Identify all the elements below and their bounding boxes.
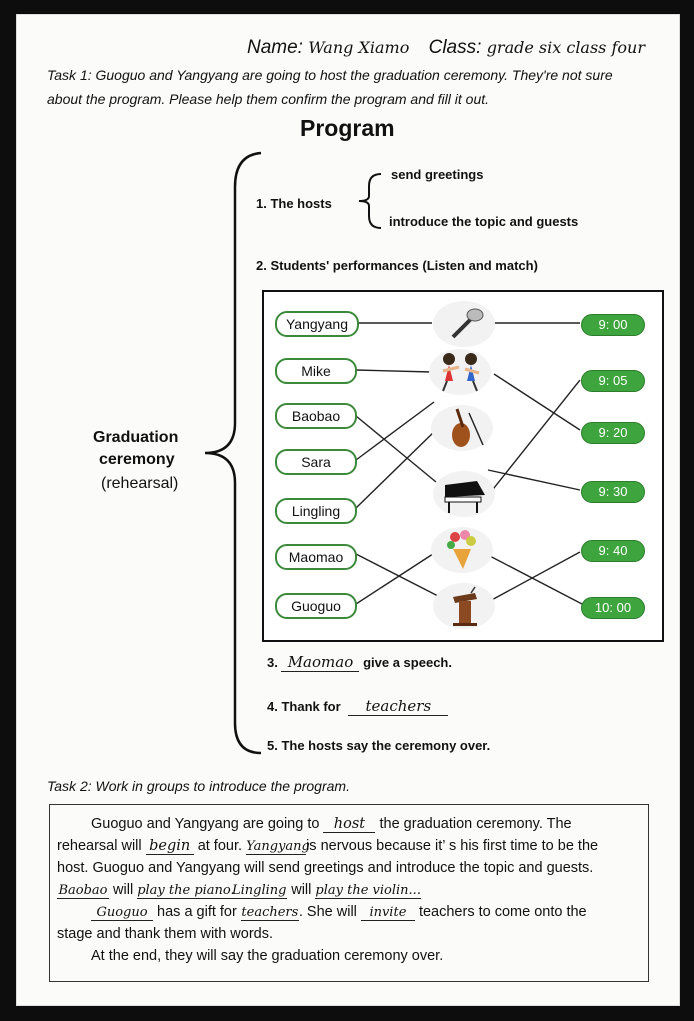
time-pill-0905: 9: 05 xyxy=(581,370,645,392)
task2-text: will xyxy=(291,882,312,898)
blank-begin: begin xyxy=(145,838,194,855)
match-name-guoguo: Guoguo xyxy=(275,593,357,619)
item4: 4. Thank for teachers xyxy=(267,697,449,716)
task2-box xyxy=(49,804,649,982)
podium-icon xyxy=(433,583,495,629)
worksheet: Name: Wang Xiamo Class: grade six class … xyxy=(16,14,680,1006)
time-pill-0920: 9: 20 xyxy=(581,422,645,444)
task1-line2: about the program. Please help them conf… xyxy=(47,91,490,107)
blank-play-piano: play the piano. xyxy=(137,883,235,899)
name-label: Name: xyxy=(247,37,303,58)
program-title: Program xyxy=(300,115,395,141)
blank-yangyang: Yangyang xyxy=(246,839,310,855)
item2-label: 2. Students' performances (Listen and ma… xyxy=(256,258,538,273)
task2-text: teachers to come onto the xyxy=(418,904,587,920)
blank-teachers: teachers xyxy=(240,905,299,921)
task2-text: rehearsal will xyxy=(57,838,142,854)
side-label-1: Graduation xyxy=(93,429,179,446)
match-name-mike: Mike xyxy=(275,358,357,384)
flowers-icon xyxy=(431,527,493,573)
task2-title: Task 2: Work in groups to introduce the … xyxy=(47,778,350,794)
task2-text: will xyxy=(113,882,134,898)
task2-text: the graduation ceremony. The xyxy=(379,816,572,832)
side-label-3: (rehearsal) xyxy=(101,475,179,492)
match-lines xyxy=(355,322,583,605)
item1-topic: introduce the topic and guests xyxy=(389,214,579,229)
time-pill-0940: 9: 40 xyxy=(581,540,645,562)
item4-answer: teachers xyxy=(348,697,449,716)
task2-line6: stage and thank them with words. xyxy=(57,926,274,942)
time-pill-0900: 9: 00 xyxy=(581,314,645,336)
task2-text: Guoguo and Yangyang are going to xyxy=(91,816,320,832)
match-name-sara: Sara xyxy=(275,449,357,475)
task2-line5: Guoguo has a gift for teachers. She will… xyxy=(91,904,587,921)
task2-text: . She will xyxy=(298,904,357,920)
match-name-maomao: Maomao xyxy=(275,544,357,570)
program-brace xyxy=(204,151,262,755)
item3-text: give a speech. xyxy=(363,655,452,670)
task1-line1: Task 1: Guoguo and Yangyang are going to… xyxy=(47,67,613,83)
item3: 3. Maomao give a speech. xyxy=(267,653,452,672)
task2-text: at four. xyxy=(197,838,243,854)
match-name-baobao: Baobao xyxy=(275,403,357,429)
time-pill-0930: 9: 30 xyxy=(581,481,645,503)
match-name-yangyang: Yangyang xyxy=(275,311,359,337)
piano-icon xyxy=(433,471,495,517)
item5: 5. The hosts say the ceremony over. xyxy=(267,738,491,753)
task2-line4: Baobao will play the piano.Lingling will… xyxy=(57,882,421,899)
item4-text: 4. Thank for xyxy=(267,699,341,714)
blank-play-violin: play the violin... xyxy=(315,883,421,899)
violin-icon xyxy=(431,405,493,451)
side-label-2: ceremony xyxy=(99,451,175,468)
task2-line1: Guoguo and Yangyang are going to host th… xyxy=(91,816,572,833)
match-name-lingling: Lingling xyxy=(275,498,357,524)
item1-label: 1. The hosts xyxy=(256,196,332,211)
small-brace xyxy=(358,173,382,229)
class-label: Class: xyxy=(428,37,482,58)
time-pill-1000: 10: 00 xyxy=(581,597,645,619)
blank-lingling: Lingling xyxy=(231,883,288,899)
task2-text: has a gift for xyxy=(157,904,237,920)
dancing-kids-icon xyxy=(429,349,491,395)
item1-greetings: send greetings xyxy=(391,167,484,182)
task2-line7: At the end, they will say the graduation… xyxy=(91,948,444,964)
name-value: Wang Xiamo xyxy=(308,38,410,57)
blank-baobao: Baobao xyxy=(57,883,109,899)
item3-answer: Maomao xyxy=(281,653,360,672)
item3-number: 3. xyxy=(267,655,278,670)
blank-invite: invite xyxy=(360,905,415,921)
name-row: Name: Wang Xiamo Class: grade six class … xyxy=(247,37,645,59)
task2-text: is nervous because it’ s his first time … xyxy=(306,838,599,854)
class-value: grade six class four xyxy=(486,38,645,57)
task2-line2: rehearsal will begin at four. Yangyangis… xyxy=(57,838,598,855)
task2-line3: host. Guoguo and Yangyang will send gree… xyxy=(57,860,594,876)
blank-guoguo: Guoguo xyxy=(91,905,153,921)
blank-host: host xyxy=(323,816,376,833)
microphone-icon xyxy=(433,301,495,347)
